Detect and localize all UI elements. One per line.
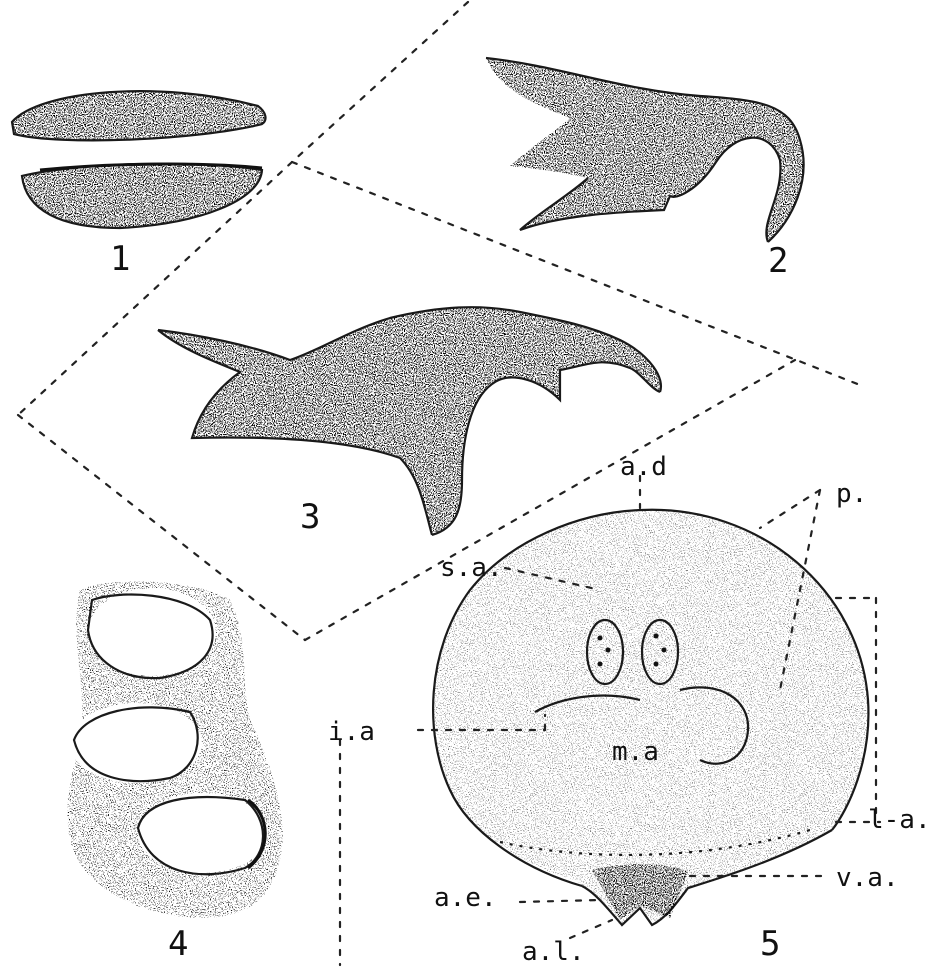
label-va: v.a. xyxy=(836,863,899,893)
label-ma: m.a xyxy=(612,737,659,767)
figure-2-drawing xyxy=(486,58,804,242)
figure-2-number: 2 xyxy=(768,241,788,281)
figure-1-number: 1 xyxy=(110,239,130,279)
figure-4-drawing xyxy=(67,581,282,918)
label-la: l-a. xyxy=(868,805,931,835)
figure-5-number: 5 xyxy=(760,924,780,964)
label-ae: a.e. xyxy=(434,883,497,913)
figure-3-drawing xyxy=(158,307,661,535)
label-sa: s.a. xyxy=(440,553,503,583)
label-al: a.l. xyxy=(522,937,585,967)
figure-1-drawing xyxy=(12,91,265,228)
label-ad: a.d xyxy=(620,452,667,482)
figure-4-number: 4 xyxy=(168,924,188,964)
label-ia: i.a xyxy=(328,717,375,747)
figure-3-number: 3 xyxy=(300,497,320,537)
label-p: p. xyxy=(836,479,867,509)
